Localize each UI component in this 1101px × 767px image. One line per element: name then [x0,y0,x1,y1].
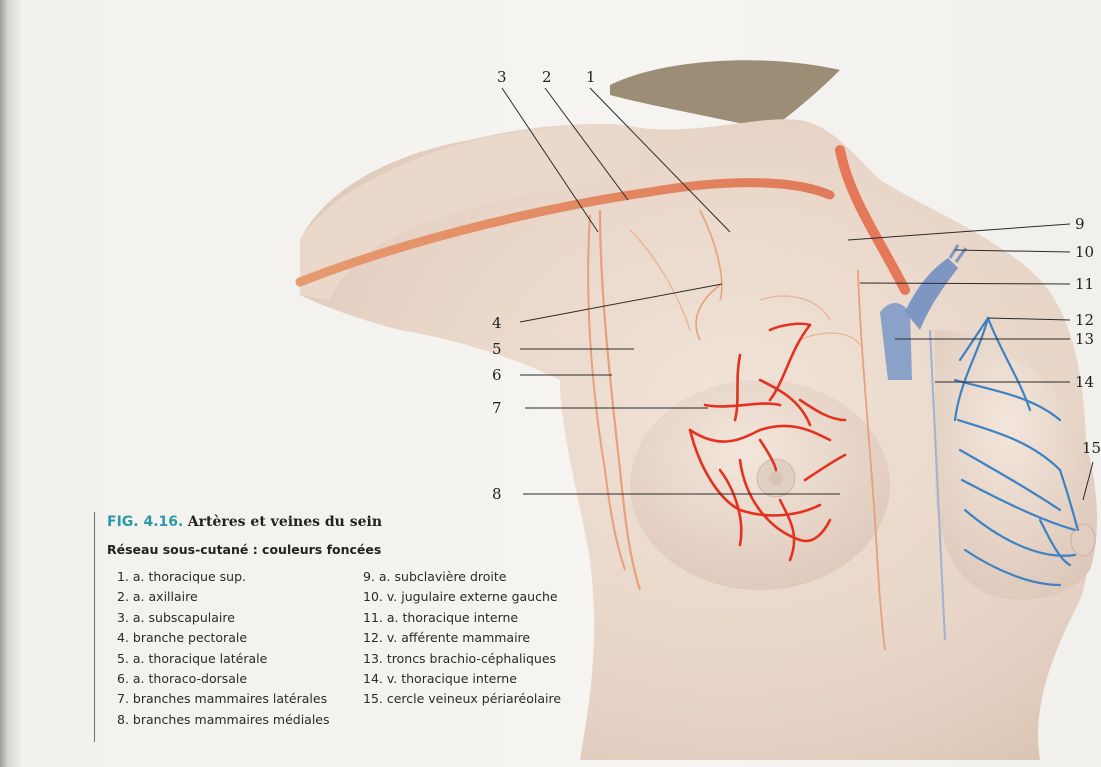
figure-caption: FIG. 4.16. Artères et veines du sein Rés… [94,512,594,742]
legend-item: 4. branche pectorale [117,628,330,648]
legend-item: 10. v. jugulaire externe gauche [363,587,561,607]
callout-1: 1 [586,68,596,86]
head-shape [610,60,840,130]
legend-item: 3. a. subscapulaire [117,608,330,628]
figure-number: FIG. 4.16. [107,514,183,530]
callout-2: 2 [542,68,552,86]
callout-7: 7 [492,399,502,417]
callout-6: 6 [492,366,502,384]
legend-item: 15. cercle veineux périaréolaire [363,689,561,709]
callout-14: 14 [1075,373,1094,391]
figure-subtitle: Réseau sous-cutané : couleurs foncées [107,541,594,559]
figure-title-text: Artères et veines du sein [188,514,382,530]
legend-item: 1. a. thoracique sup. [117,567,330,587]
legend-item: 6. a. thoraco-dorsale [117,669,330,689]
legend-column-1: 1. a. thoracique sup. 2. a. axillaire 3.… [117,567,330,730]
legend-item: 11. a. thoracique interne [363,608,561,628]
legend-item: 5. a. thoracique latérale [117,649,330,669]
callout-13: 13 [1075,330,1094,348]
callout-5: 5 [492,340,502,358]
legend: 1. a. thoracique sup. 2. a. axillaire 3.… [107,567,587,737]
legend-item: 9. a. subclavière droite [363,567,561,587]
legend-item: 12. v. afférente mammaire [363,628,561,648]
legend-column-2: 9. a. subclavière droite 10. v. jugulair… [363,567,561,710]
callout-11: 11 [1075,275,1094,293]
callout-9: 9 [1075,215,1085,233]
callout-10: 10 [1075,243,1094,261]
legend-item: 7. branches mammaires latérales [117,689,330,709]
callout-8: 8 [492,485,502,503]
callout-15: 15 [1082,439,1101,457]
legend-item: 14. v. thoracique interne [363,669,561,689]
callout-12: 12 [1075,311,1094,329]
figure-title: FIG. 4.16. Artères et veines du sein [107,512,594,532]
legend-item: 2. a. axillaire [117,587,330,607]
callout-4: 4 [492,314,502,332]
legend-item: 13. troncs brachio-céphaliques [363,649,561,669]
legend-item: 8. branches mammaires médiales [117,710,330,730]
callout-3: 3 [497,68,507,86]
